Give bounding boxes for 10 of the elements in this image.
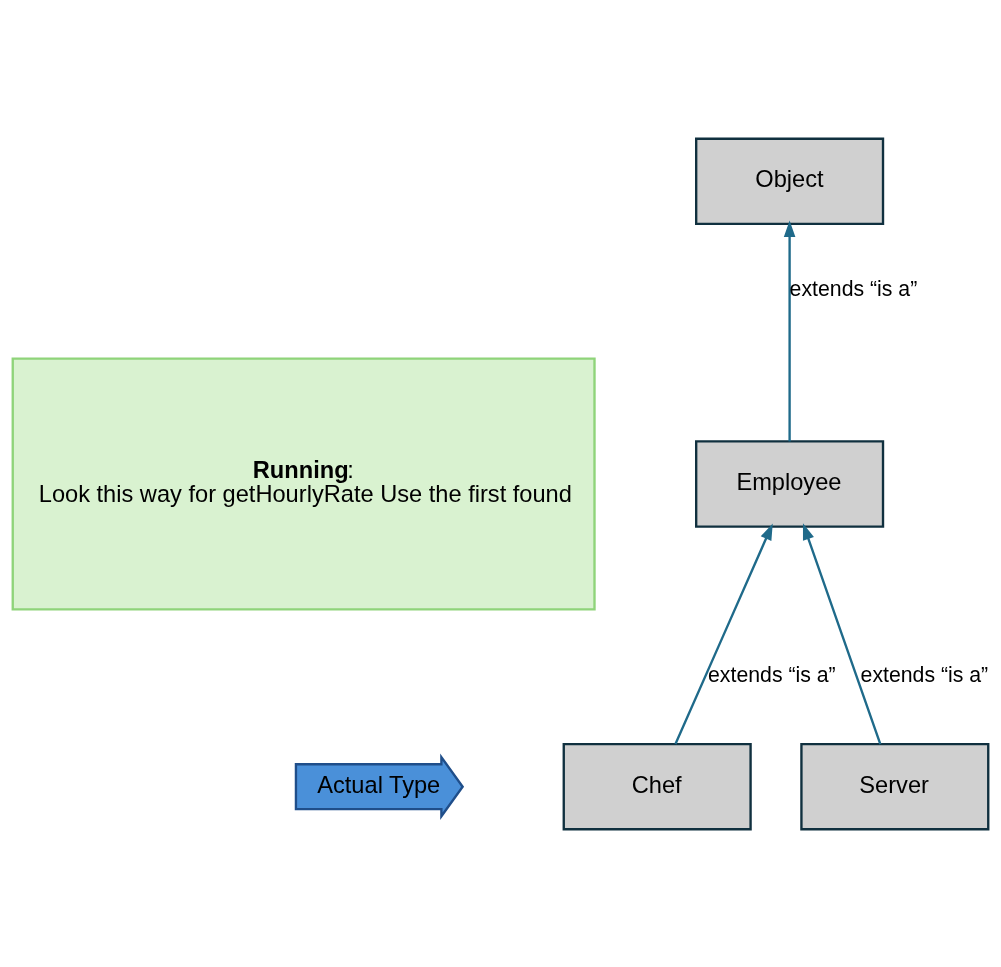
edge-label: extends “is a” <box>860 662 989 687</box>
edge-label: extends “is a” <box>708 662 836 687</box>
arrow <box>802 522 882 744</box>
node-box: Employee <box>695 439 885 528</box>
node-box: Server <box>800 742 990 830</box>
arrow <box>783 219 796 441</box>
node-box: Running: Look this way for getHourlyRate Use the first found <box>11 357 596 610</box>
arrow <box>674 522 773 745</box>
node-box: Object <box>695 137 885 225</box>
node-box: Chef <box>562 742 752 830</box>
